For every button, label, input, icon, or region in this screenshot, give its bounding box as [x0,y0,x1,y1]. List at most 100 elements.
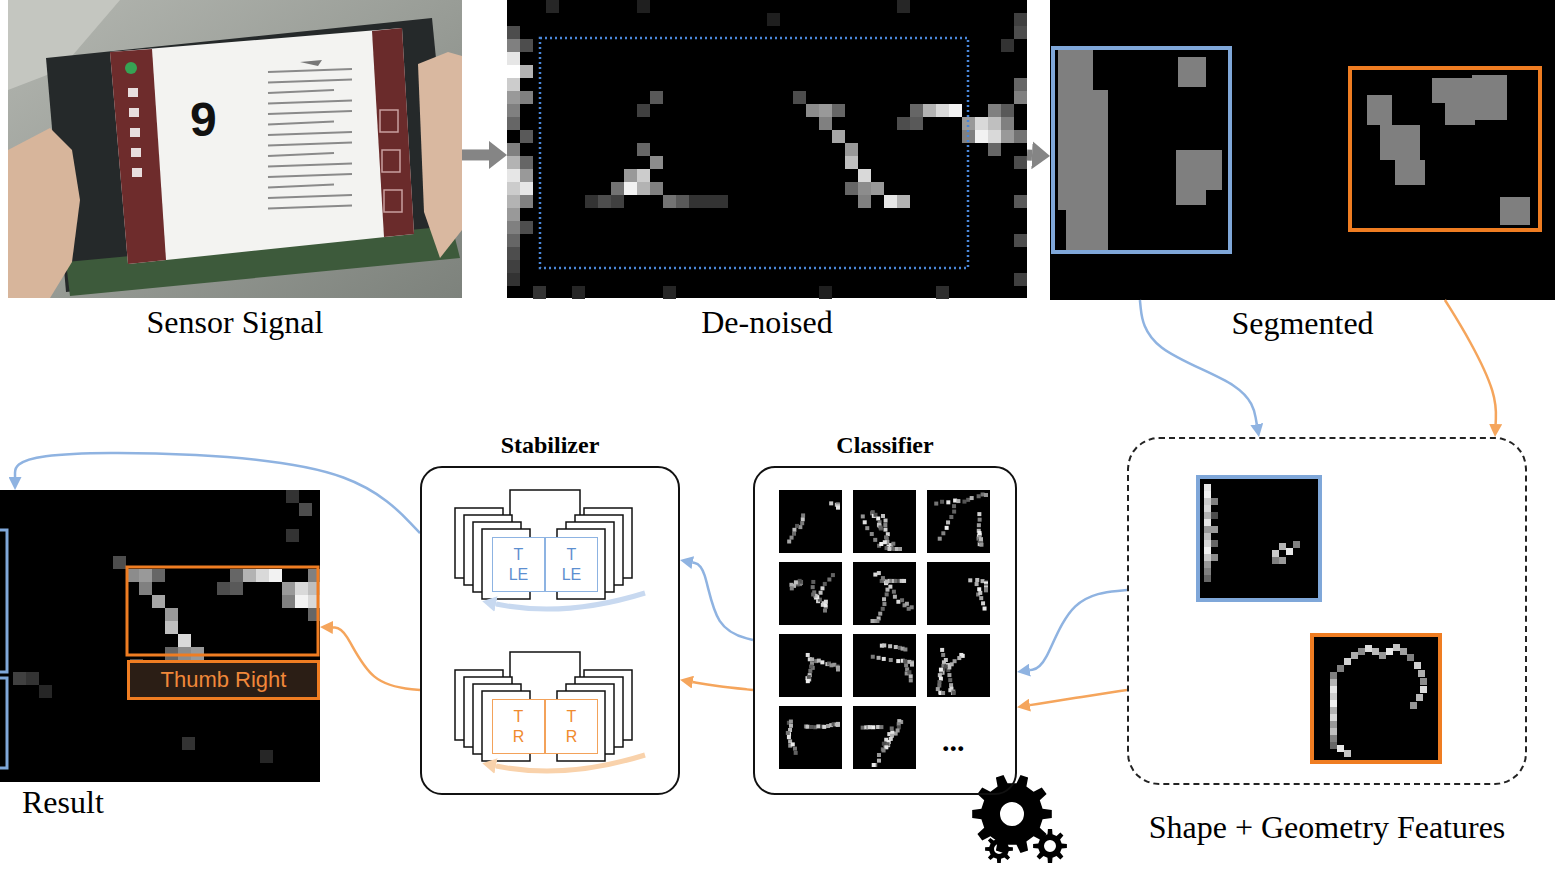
classifier-filter-tiles-part [871,725,875,729]
result-image-part-part [269,569,282,582]
classifier-filter-tiles-part [882,657,886,661]
classifier-filter-tiles-part [944,665,948,669]
segmented-image-part-part [1176,175,1206,205]
classifier-filter-tiles-part [787,540,791,544]
pipeline-arrow [1027,149,1032,160]
classifier-filter-tiles-part [882,602,886,606]
classifier-filter-tiles-part [779,634,842,697]
classifier-filter-tiles-part [979,596,983,600]
denoised-image-part-part [624,182,637,195]
classifier-filter-tiles-part [779,490,842,553]
feature-crops-part [1344,750,1351,757]
result-image-part-part [286,490,299,503]
feature-crops-part [1330,693,1337,700]
denoised-image-part-part [884,195,897,208]
result-image-part-part [182,737,195,750]
denoised-image-part-part [923,104,936,117]
classifier-filter-tiles-part [879,542,883,546]
denoised-image-part-part [845,156,858,169]
feature-crops-part [1420,686,1427,693]
classifier-filter-tiles-part [800,521,804,525]
sensor-photo-panel: Sensor Signal [8,0,462,298]
segmented-image-part [1050,0,1555,300]
feature-crops-part [1211,554,1218,561]
segmented-image-part-part [1380,125,1420,160]
feature-crops-part [1279,557,1286,564]
feature-crops-part [1330,714,1337,721]
feature-crops-part [1204,568,1211,575]
denoised-image-part-part [520,182,533,195]
denoised-image-part-part [520,130,533,143]
classifier-filter-tiles-part [816,724,820,728]
denoised-image-part [507,0,1027,298]
classifier-filter-tiles-part [910,661,914,665]
classifier-filter-tiles-part [876,517,880,521]
classifier-filter-tiles-part [898,547,902,551]
right-hand-flow [1030,690,1127,705]
feature-crops-part [1414,662,1421,669]
segmented-image-part [1350,68,1540,230]
classifier-filter-tiles-part [946,500,950,504]
denoised-image-part-part [1001,117,1014,130]
tablet-photo-part-part [268,101,352,104]
feature-crops-part [1312,635,1440,762]
tablet-photo-part [110,28,414,264]
classifier-filter-tiles-part [868,725,872,729]
denoised-image [507,0,1027,299]
classifier-filter-tiles-part [896,659,900,663]
classifier-filter-tiles-part [786,731,790,735]
feature-crops-part [1337,665,1344,672]
feature-crops-part [1372,648,1379,655]
classifier-filter-tiles-part [794,751,798,755]
feature-group-box: Shape + Geometry Features [1127,437,1527,785]
tablet-photo-part [130,128,140,137]
classifier-filter-tiles-part [820,586,824,590]
denoised-image-part-part [832,104,845,117]
feature-crops-part [1211,540,1218,547]
classifier-filter-tiles-part [808,669,812,673]
classifier-filter-tiles-part [822,725,826,729]
result-image-part [127,567,318,655]
denoised-image-part-part [546,0,559,13]
classifier-filter-tiles-part [789,583,793,587]
classifier-filter-tiles-part [881,607,885,611]
classifier-filter-tiles-part [795,524,799,528]
card-label: T R [513,707,525,745]
tablet-photo-part-part [268,185,334,188]
history-card: T R [492,699,545,754]
classifier-filter-tiles-part [927,634,990,697]
feature-crops-part [1204,512,1211,519]
feature-crops-part [1418,670,1425,677]
result-image-part-part [152,595,165,608]
result-image-part-part [152,569,165,582]
denoised-image-part-part [507,234,520,247]
tablet-photo-part [132,168,142,177]
denoised-image-part-part [507,195,520,208]
denoised-image-part-part [507,156,520,169]
denoised-image-part-part [845,143,858,156]
feature-crops-part [1330,686,1337,693]
denoised-image-part-part [520,221,533,234]
classifier-filter-tiles-part [893,595,897,599]
stabilizer-cycle-arrow [496,755,645,771]
result-image-part-part [165,608,178,621]
denoised-image-part-part [507,182,520,195]
right-hand-flow [1445,300,1496,424]
classifier-filter-tiles-part [831,573,835,577]
feature-crops-part [1211,512,1218,519]
classifier-filter-tiles-part [872,763,876,767]
classifier-filter-tiles-part [937,684,941,688]
denoised-image-part-part [793,91,806,104]
classifier-filter-tiles-part [789,720,793,724]
feature-crops-part [1330,728,1337,735]
result-image-part-part [230,569,243,582]
feature-crops-part [1211,498,1218,505]
classifier-filter-tiles-part [885,592,889,596]
denoised-image-part-part [611,195,624,208]
segmented-image-part-part [1367,95,1392,125]
denoised-image-part-part [520,169,533,182]
tablet-photo-part-part [268,195,352,198]
panel-caption: De-noised [701,304,833,341]
stabilizer-cycle-arrow [496,593,645,609]
